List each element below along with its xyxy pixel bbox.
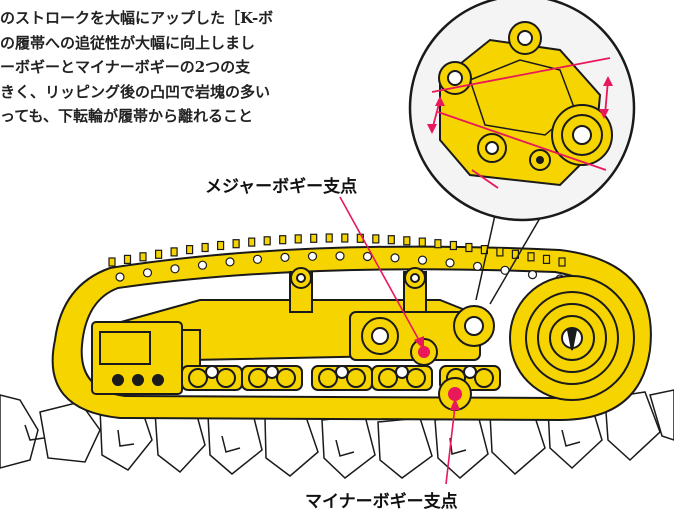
track-grouser <box>341 233 349 243</box>
track-link <box>307 251 318 261</box>
track-link <box>335 251 345 261</box>
track-grouser <box>201 242 209 253</box>
intro-line: きく、リッピング後の凸凹で岩塊の多い <box>0 82 271 101</box>
track-link <box>362 251 373 262</box>
track-grouser <box>186 245 194 255</box>
track-grouser <box>170 247 178 257</box>
intro-line: の履帯への追従性が大幅に向上しまし <box>0 33 256 52</box>
track-grouser <box>542 254 551 264</box>
minor-bogie-label: マイナーボギー支点 <box>305 492 458 512</box>
track-grouser <box>232 239 240 249</box>
track-link <box>527 270 538 280</box>
track-grouser <box>108 257 116 267</box>
lower-roller <box>439 365 501 391</box>
lower-roller <box>181 365 243 391</box>
intro-line: っても、下転輪が履帯から離れること <box>0 107 254 125</box>
track-grouser <box>387 235 395 245</box>
intro-line: ーボギーとマイナーボギーの2つの支 <box>0 58 251 76</box>
track-grouser <box>279 235 287 245</box>
track-grouser <box>294 234 302 244</box>
bogie-housing <box>349 305 495 361</box>
track-grouser <box>434 239 442 249</box>
track-link <box>280 252 290 262</box>
track-link <box>445 258 455 268</box>
detail-magnifier <box>408 0 636 305</box>
minor-bogie-pivot <box>438 377 472 411</box>
track-link <box>115 272 125 282</box>
track-link <box>142 268 153 278</box>
track-grouser <box>465 242 473 253</box>
track-grouser <box>372 234 380 244</box>
track-grouser <box>139 252 147 262</box>
major-bogie-label: メジャーボギー支点 <box>205 177 358 197</box>
lower-roller <box>371 365 433 391</box>
intro-paragraph: のストロークを大幅にアップした［K-ボ の履帯への追従性が大幅に向上しまし ーボ… <box>0 6 400 129</box>
track-link <box>225 257 235 267</box>
track-grouser <box>527 252 535 262</box>
track-link <box>197 260 208 270</box>
track-grouser <box>263 236 271 246</box>
drive-sprocket <box>509 275 635 401</box>
track-grouser <box>248 237 256 247</box>
track-grouser <box>403 236 411 246</box>
lower-roller <box>241 365 303 391</box>
track-grouser <box>217 240 225 251</box>
track-link <box>390 253 400 263</box>
track-grouser <box>123 254 132 264</box>
callout-lines <box>339 196 460 485</box>
track-link <box>170 264 180 274</box>
track-grouser <box>418 237 426 247</box>
track-link <box>417 255 428 265</box>
track-grouser <box>496 247 504 257</box>
track-grouser <box>449 240 457 251</box>
track-grouser <box>558 257 566 267</box>
track-grouser <box>155 249 163 259</box>
track-link <box>252 254 263 264</box>
lower-roller <box>311 365 373 391</box>
track-grousers <box>108 233 566 267</box>
track-grouser <box>310 233 318 243</box>
track-grouser <box>325 233 333 243</box>
track-link <box>472 261 483 271</box>
carrier-rollers <box>289 267 427 313</box>
track-rollers <box>181 365 501 391</box>
intro-line: のストロークを大幅にアップした［K-ボ <box>0 9 274 27</box>
